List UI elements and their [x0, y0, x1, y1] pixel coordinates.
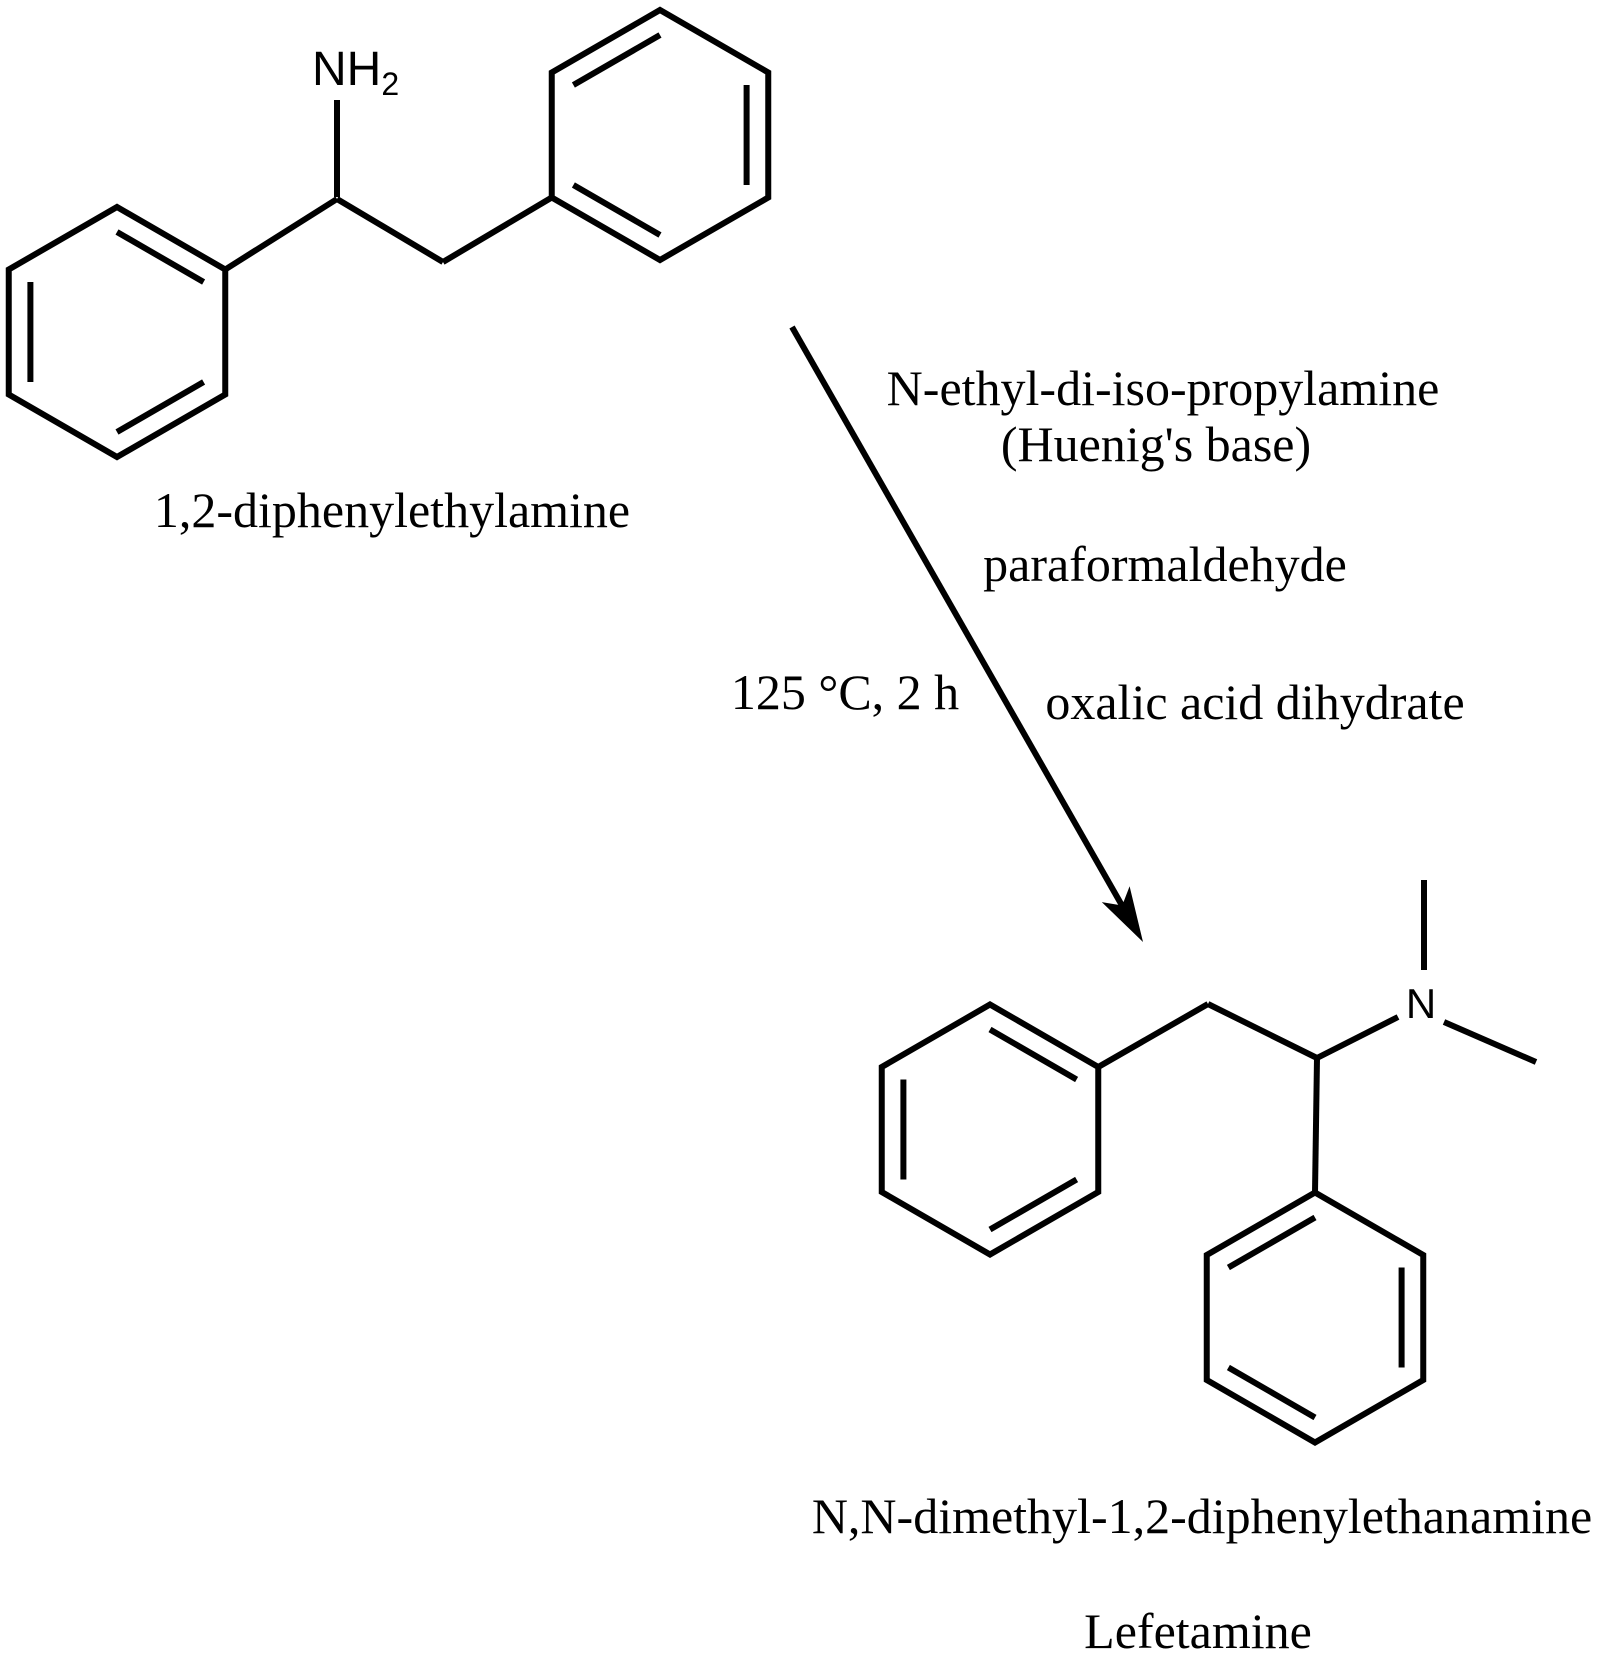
product-common-name-label: Lefetamine [1084, 1603, 1312, 1659]
reactant-structure [5, 6, 772, 461]
bond-ring-ch [223, 196, 339, 273]
reactant-name-label: 1,2-diphenylethylamine [153, 482, 631, 538]
bond-ch-lower-ring [1312, 1057, 1320, 1193]
reactant-right-phenyl-ring [548, 6, 772, 264]
product-left-phenyl-ring [878, 1001, 1102, 1258]
bond-ch2-ring [441, 194, 554, 265]
product-structure [878, 880, 1538, 1446]
condition-temperature-time: 125 °C, 2 h [730, 664, 960, 720]
product-iupac-name-label: N,N-dimethyl-1,2-diphenylethanamine [811, 1488, 1593, 1544]
arrowhead [1101, 886, 1143, 942]
product-chain-bonds [1096, 880, 1538, 1193]
bond-ch2-ch [1206, 1001, 1319, 1061]
amine-subscript: 2 [381, 66, 400, 102]
bond-ch-ch2 [335, 196, 445, 265]
amine-nh-text: NH [312, 43, 382, 96]
condition-reagent-line2: (Huenig's base) [1000, 416, 1312, 472]
bond-n-methyl-right [1442, 1019, 1538, 1065]
condition-reagent-line1: N-ethyl-di-iso-propylamine [886, 360, 1440, 416]
bond-ch-n [1315, 1014, 1400, 1061]
product-nitrogen-label: N [1405, 980, 1437, 1027]
reactant-amine-label: NH2 [312, 44, 399, 102]
product-lower-phenyl-ring [1203, 1189, 1427, 1446]
condition-reagent-line4: oxalic acid dihydrate [1045, 674, 1465, 730]
reactant-left-phenyl-ring [5, 203, 229, 461]
bond-ring-ch2 [1096, 1001, 1210, 1070]
reaction-arrow [789, 325, 1143, 942]
condition-reagent-line3: paraformaldehyde [983, 536, 1347, 592]
reactant-chain-bonds [223, 100, 554, 273]
